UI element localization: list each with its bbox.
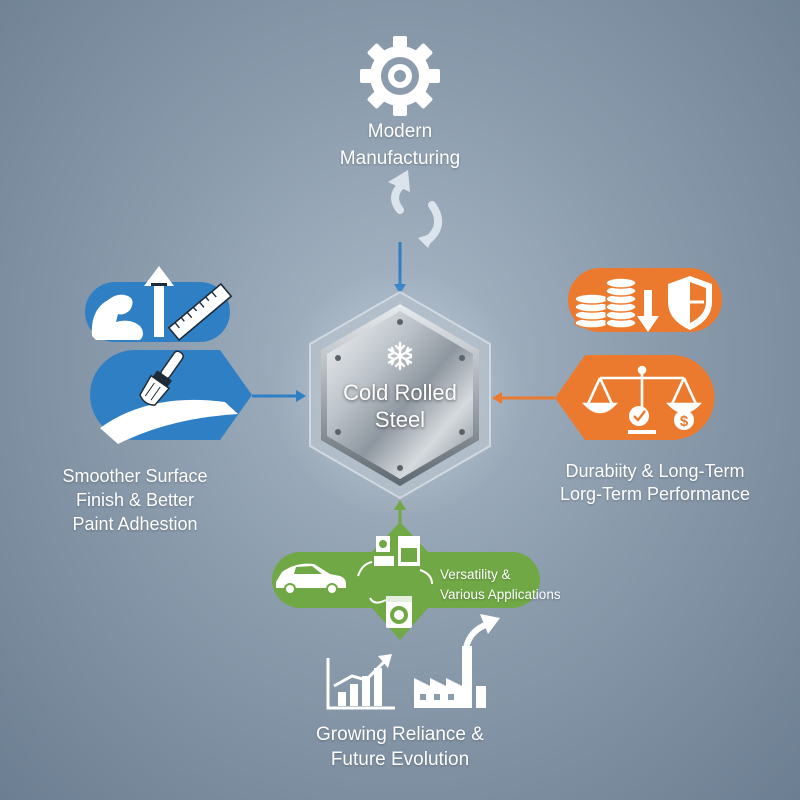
cycle-arrows-small-icon	[357, 561, 433, 604]
manufacturing-label: Modern Manufacturing	[300, 118, 500, 172]
appliance-icon	[374, 536, 420, 566]
surface-wave-icon	[100, 399, 238, 444]
surface-badge	[90, 350, 252, 444]
versatility-label: Versatility & Various Applications	[440, 565, 580, 605]
versatility-label-line1: Versatility &	[440, 567, 511, 582]
steel-hexagon-face	[327, 311, 473, 479]
center-title-line2: Steel	[374, 407, 426, 432]
arrow-down-icon	[637, 290, 659, 332]
connector-right-arrowhead	[492, 392, 502, 404]
rivets	[335, 319, 465, 471]
versatility-badge	[272, 522, 540, 640]
connector-left-arrowhead	[296, 390, 306, 402]
shield-icon	[668, 276, 712, 330]
growth-label: Growing Reliance & Future Evolution	[290, 722, 510, 772]
manufacturing-label-line1: Modern	[367, 121, 433, 142]
check-icon	[629, 406, 649, 426]
car-icon	[276, 563, 346, 595]
surface-label-line1: Smoother Surface	[62, 466, 208, 486]
surface-label-line2: Finish & Better	[75, 490, 195, 510]
connector-bottom-arrowhead	[394, 500, 406, 510]
coin-stack-icon	[574, 277, 637, 329]
paintbrush-icon	[139, 350, 184, 406]
durability-label-line1: Durabiity & Long-Term	[565, 461, 745, 481]
factory-icon	[414, 646, 486, 708]
durability-label-line2: Lorg-Term Performance	[559, 484, 751, 504]
growth-label-line2: Future Evolution	[330, 749, 470, 770]
versatility-label-line2: Various Applications	[440, 587, 561, 602]
dollar-icon: $	[674, 410, 694, 430]
surface-label: Smoother Surface Finish & Better Paint A…	[35, 464, 235, 536]
trend-arrowhead	[480, 614, 500, 634]
durability-label: Durabiity & Long-Term Lorg-Term Performa…	[535, 460, 775, 506]
balance-badge: $	[555, 355, 715, 440]
trend-arrow-icon	[463, 621, 491, 651]
snowflake-icon	[387, 341, 413, 371]
bar-chart-icon	[326, 654, 395, 710]
cycle-arrowhead-bottom	[418, 232, 436, 248]
gear-icon	[360, 36, 440, 116]
svg-text:$: $	[680, 413, 689, 430]
arrow-up-icon	[144, 266, 174, 337]
cycle-arrowhead-top	[388, 170, 410, 192]
flexed-arm-icon	[91, 294, 143, 340]
growth-label-line1: Growing Reliance &	[316, 724, 484, 745]
surface-label-line3: Paint Adhestion	[72, 514, 198, 534]
strength-badge	[85, 266, 233, 342]
manufacturing-label-line2: Manufacturing	[339, 148, 461, 169]
cost-badge	[568, 268, 722, 332]
washing-machine-icon	[386, 596, 412, 628]
center-title-line1: Cold Rolled	[343, 380, 457, 405]
cycle-arrows-icon	[391, 178, 442, 244]
ruler-icon	[167, 282, 233, 342]
